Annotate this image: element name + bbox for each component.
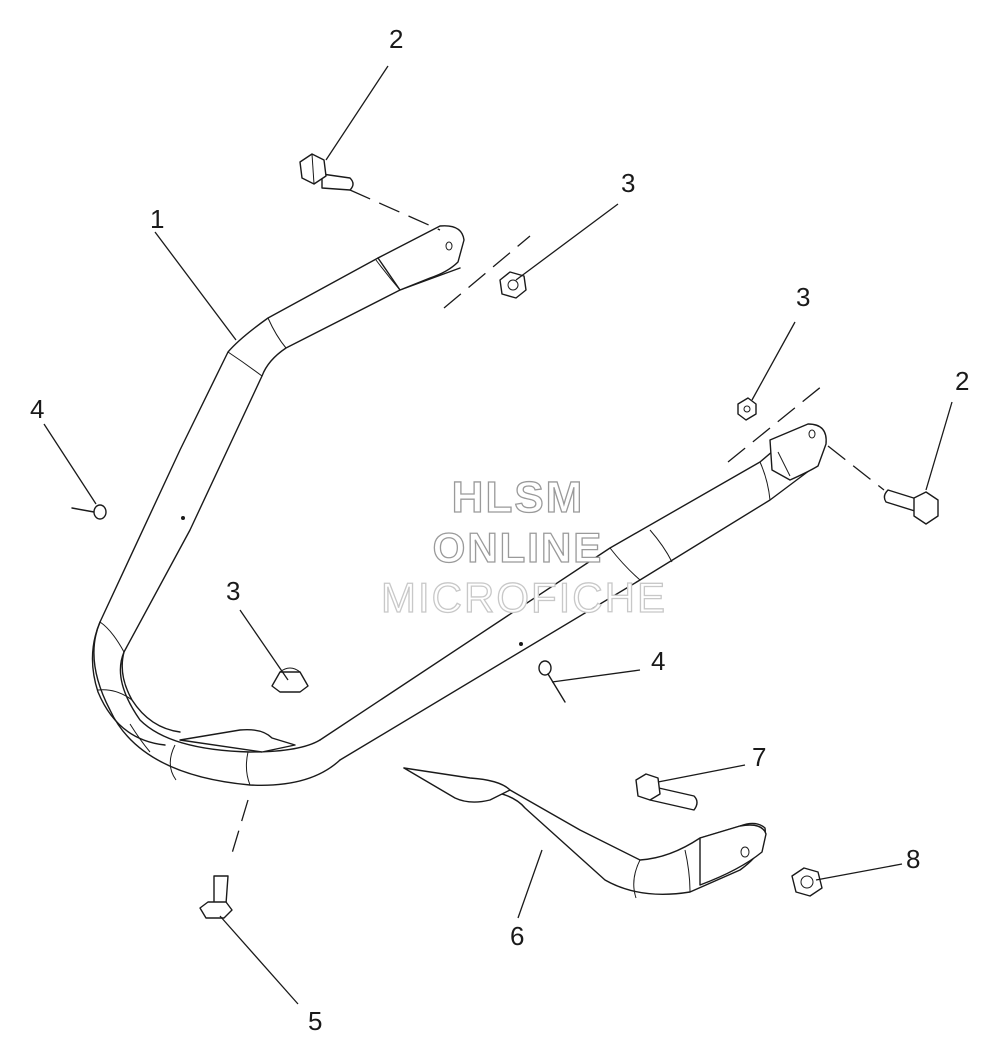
watermark-line-1: HLSM (452, 473, 585, 522)
leader-line (815, 863, 903, 881)
bolt-2-upper (299, 153, 354, 191)
nut-3-upper (499, 271, 527, 299)
callout-3-center: 3 (226, 576, 240, 606)
watermark-line-3: MICROFICHE (381, 574, 667, 621)
rivet-4-right (538, 660, 566, 703)
assembly-line (443, 235, 531, 309)
callout-2-right: 2 (955, 366, 969, 396)
nut-3-right (737, 397, 757, 421)
callout-2-upper: 2 (389, 24, 403, 54)
nut-3-center (271, 667, 309, 693)
main-bumper-tube (91, 225, 827, 786)
leader-line (154, 231, 237, 341)
callout-4-left: 4 (30, 394, 44, 424)
callout-7: 7 (752, 742, 766, 772)
bolt-5 (199, 875, 233, 919)
callout-8: 8 (906, 844, 920, 874)
assembly-line (349, 189, 441, 231)
assembly-line (827, 445, 885, 491)
callout-3-right: 3 (796, 282, 810, 312)
bolt-2-right (883, 489, 939, 525)
assembly-line (727, 385, 823, 463)
callout-5: 5 (308, 1006, 322, 1036)
assembly-line (229, 799, 249, 861)
leader-line (751, 321, 796, 401)
bolt-7 (635, 773, 698, 811)
lower-brace-tube (403, 767, 767, 899)
leader-line (325, 65, 389, 161)
callout-1: 1 (150, 204, 164, 234)
leader-line (925, 401, 953, 491)
callout-3-upper: 3 (621, 168, 635, 198)
callout-4-right: 4 (651, 646, 665, 676)
callout-6: 6 (510, 921, 524, 951)
watermark: HLSM ONLINE MICROFICHE (380, 472, 667, 621)
leader-line (515, 203, 619, 281)
leader-line (43, 423, 97, 505)
nut-8 (791, 867, 823, 897)
watermark-line-2: ONLINE (433, 524, 604, 571)
leader-line (517, 849, 543, 919)
rivet-4-left (71, 504, 107, 520)
leader-line (551, 669, 641, 683)
leader-line (239, 609, 289, 681)
leader-line (657, 764, 746, 783)
leader-line (219, 915, 299, 1005)
